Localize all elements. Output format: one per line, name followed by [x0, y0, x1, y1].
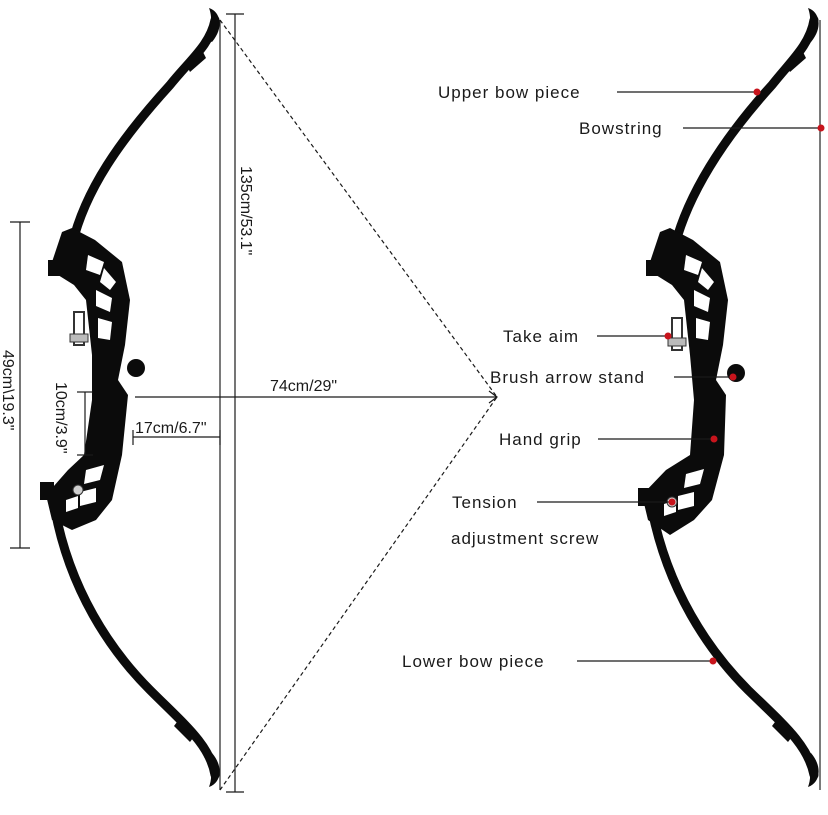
hand-grip-marker: [710, 435, 718, 443]
right-arrow-rest-icon: [727, 364, 745, 382]
left-arrow-rest-icon: [127, 359, 145, 377]
height-dimension-label: 135cm/53.1": [237, 166, 254, 255]
take-aim-label: Take aim: [503, 327, 579, 346]
take-aim-marker: [664, 332, 672, 340]
dimension-lines: [10, 13, 498, 793]
right-bow: [638, 8, 821, 790]
left-tension-screw-icon: [72, 484, 84, 496]
tension-adjustment-screw-label: adjustment screw: [451, 529, 599, 548]
part-leaders: [537, 88, 825, 665]
right-lower-limb: [647, 505, 819, 780]
left-riser: [40, 228, 130, 530]
lower-bow-piece-marker: [709, 657, 717, 665]
left-lower-limb: [50, 505, 220, 780]
right-riser: [638, 228, 728, 535]
brush-arrow-stand-label: Brush arrow stand: [490, 368, 645, 387]
tension-screw-marker: [668, 498, 676, 506]
riser-length-label: 49cm\19.3": [0, 350, 16, 430]
right-upper-limb: [670, 15, 819, 250]
bowstring-label: Bowstring: [579, 119, 663, 138]
tension-label: Tension: [452, 493, 518, 512]
bowstring-marker: [817, 124, 825, 132]
lower-bow-piece-label: Lower bow piece: [402, 652, 545, 671]
left-upper-limb: [67, 15, 220, 250]
hand-grip-label: Hand grip: [499, 430, 582, 449]
brush-arrow-stand-marker: [729, 373, 737, 381]
grip-depth-label: 17cm/6.7": [135, 420, 207, 437]
right-sight-icon: [667, 317, 687, 351]
left-bow: [40, 8, 221, 790]
left-sight-icon: [69, 311, 89, 346]
upper-bow-piece-marker: [753, 88, 761, 96]
upper-bow-piece-label: Upper bow piece: [438, 83, 581, 102]
grip-height-label: 10cm/3.9": [52, 382, 69, 454]
draw-length-label: 74cm/29": [270, 378, 337, 395]
